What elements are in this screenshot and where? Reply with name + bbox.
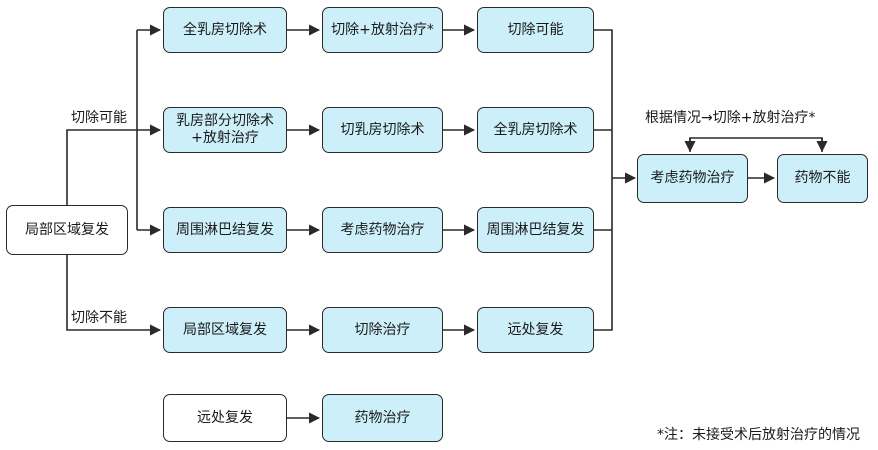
node-distant-recurrence-start: 远处复发 bbox=[163, 394, 287, 442]
label-depending-on-situation: 根据情况→切除+放射治疗* bbox=[645, 110, 816, 126]
node-drug-therapy: 药物治疗 bbox=[322, 394, 443, 442]
node-label: 切除治疗 bbox=[354, 321, 411, 338]
node-label: 考虑药物治疗 bbox=[340, 221, 425, 238]
node-label-line1: 乳房部分切除术 bbox=[176, 113, 274, 129]
node-partial-mastectomy-rt: 乳房部分切除术 +放射治疗 bbox=[163, 107, 287, 153]
node-label: 切除可能 bbox=[507, 21, 564, 38]
node-lymph-recurrence: 周围淋巴结复发 bbox=[163, 207, 287, 253]
node-label: 远处复发 bbox=[507, 321, 564, 338]
label-unresectable: 切除不能 bbox=[71, 310, 127, 326]
node-consider-drug-therapy-right: 考虑药物治疗 bbox=[637, 154, 748, 203]
node-total-mastectomy-2: 全乳房切除术 bbox=[477, 107, 594, 153]
node-label: 切除+放射治疗* bbox=[331, 21, 434, 38]
node-label: 全乳房切除术 bbox=[183, 21, 267, 38]
node-label: 周围淋巴结复发 bbox=[486, 221, 585, 238]
node-label: 局部区域复发 bbox=[183, 321, 267, 338]
node-breast-resection: 切乳房切除术 bbox=[322, 107, 443, 153]
node-label: 药物治疗 bbox=[354, 409, 411, 426]
node-total-mastectomy: 全乳房切除术 bbox=[163, 7, 287, 53]
node-label: 远处复发 bbox=[197, 409, 253, 426]
node-local-recurrence: 局部区域复发 bbox=[6, 205, 128, 255]
node-distant-recurrence: 远处复发 bbox=[477, 307, 594, 353]
node-lymph-recurrence-2: 周围淋巴结复发 bbox=[477, 207, 594, 253]
node-label: 切乳房切除术 bbox=[340, 121, 425, 138]
node-label: 局部区域复发 bbox=[25, 221, 109, 238]
node-label-line2: +放射治疗 bbox=[191, 130, 259, 146]
node-label: 全乳房切除术 bbox=[493, 121, 578, 138]
label-resectable: 切除可能 bbox=[71, 110, 127, 126]
node-resection-radiotherapy: 切除+放射治疗* bbox=[322, 7, 443, 53]
node-consider-drug-therapy: 考虑药物治疗 bbox=[322, 207, 443, 253]
footnote: *注：未接受术后放射治疗的情况 bbox=[657, 427, 860, 443]
node-drug-ineffective: 药物不能 bbox=[777, 154, 868, 203]
node-local-recurrence-2: 局部区域复发 bbox=[163, 307, 287, 353]
node-label: 考虑药物治疗 bbox=[650, 170, 735, 186]
node-label: 周围淋巴结复发 bbox=[176, 221, 274, 238]
node-resectable: 切除可能 bbox=[477, 7, 594, 53]
node-label: 药物不能 bbox=[794, 170, 851, 186]
node-resection-treatment: 切除治疗 bbox=[322, 307, 443, 353]
